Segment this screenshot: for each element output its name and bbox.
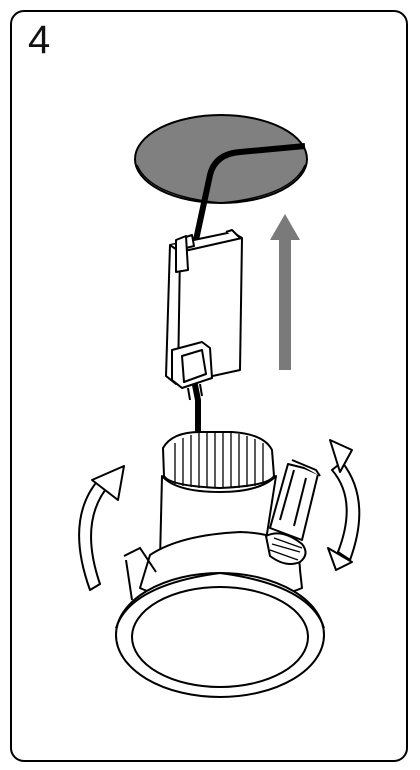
up-arrow-icon [270,214,300,370]
spring-clip-left [123,546,157,601]
downlight-fixture [115,431,325,698]
rotate-left-arrow-icon [78,465,125,591]
step-number: 4 [28,18,51,62]
rotate-right-arrow-icon [327,439,361,571]
spring-clip-right [265,459,321,565]
power-cable [191,143,306,432]
driver-box [165,229,243,401]
